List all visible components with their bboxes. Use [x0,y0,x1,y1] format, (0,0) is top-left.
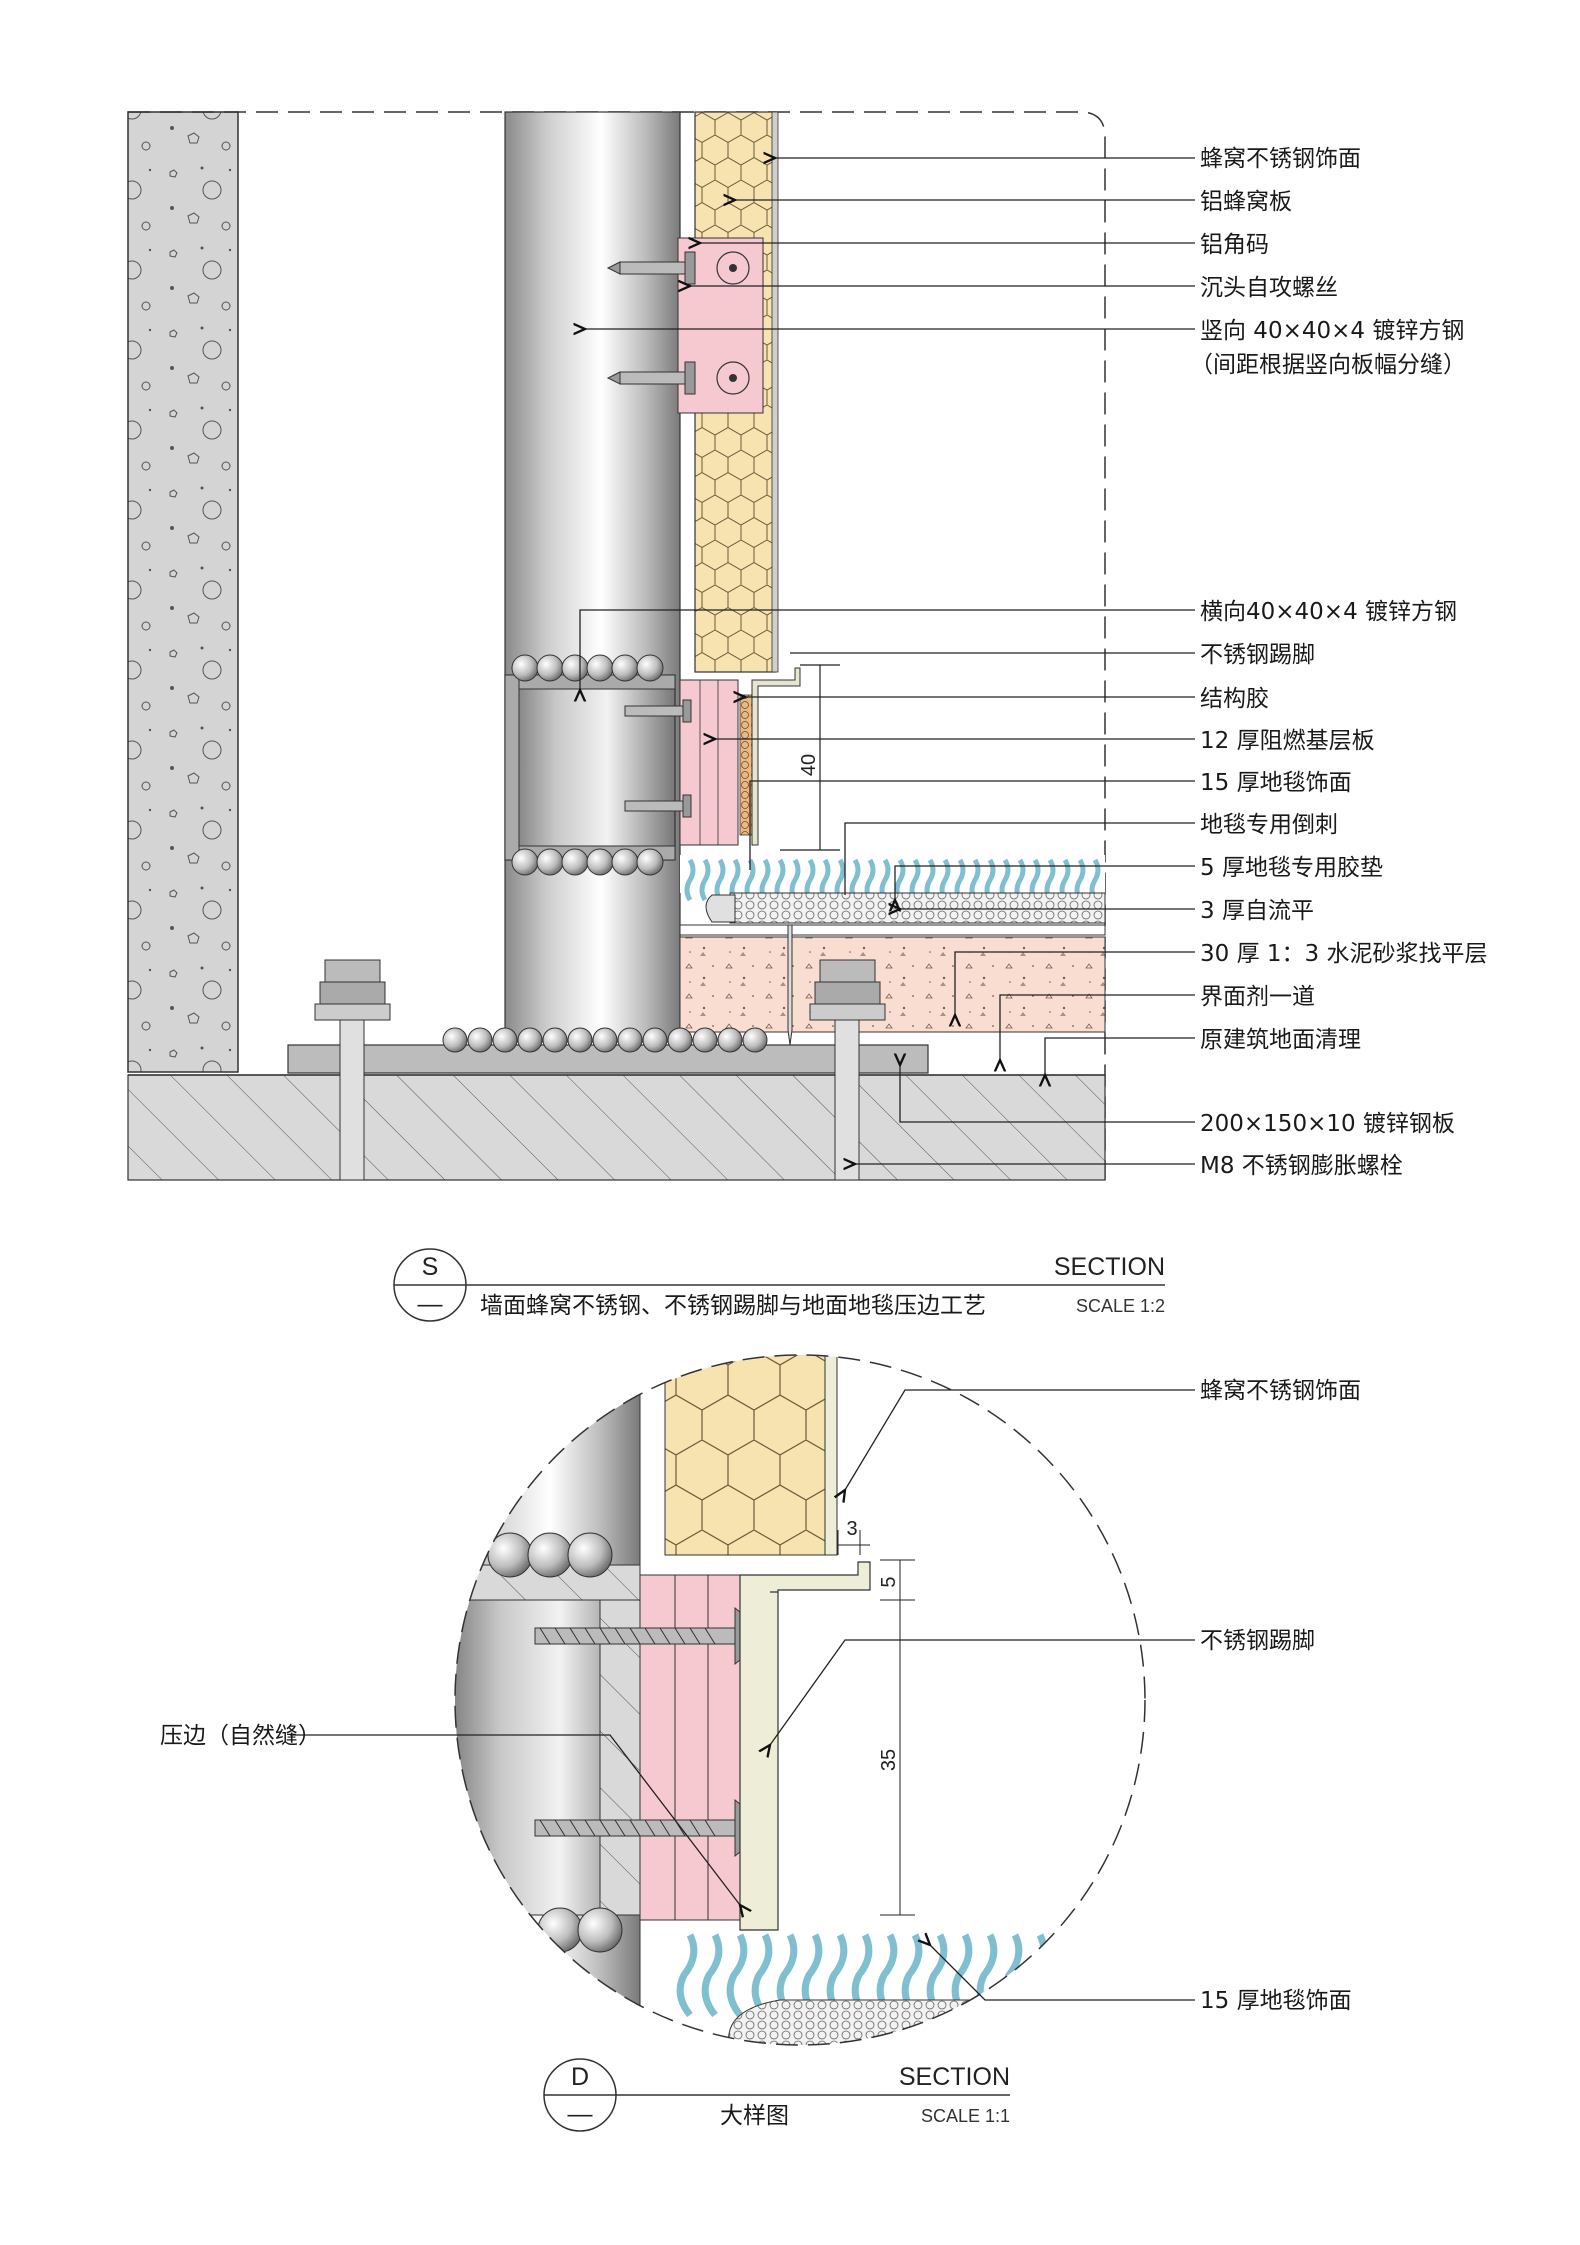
base-board-detail [639,1574,741,1921]
section-d-drawing: 3 5 35 蜂窝不锈钢饰面 不锈钢踢脚 压边（自然缝） 15 厚地毯饰面 [160,1354,1361,2046]
label-carpet: 15 厚地毯饰面 [1200,770,1352,796]
leaders-d [290,1389,1195,2001]
carpet-gripper [705,894,736,923]
weld-beads [511,654,664,876]
mortar-screed [679,936,1106,1033]
dim-3: 3 [846,1518,857,1540]
plate-weld-beads [442,1027,768,1053]
section-scale-s: SCALE 1:2 [1076,1296,1165,1316]
label-expansion-bolt: M8 不锈钢膨胀螺栓 [1200,1153,1403,1179]
label-mortar: 30 厚 1：3 水泥砂浆找平层 [1200,941,1487,967]
rubber-underlay [729,892,1106,924]
label-d-skirting: 不锈钢踢脚 [1200,1628,1315,1654]
underlay-detail [728,1999,1145,2045]
section-mark-s-sub: — [418,1290,443,1318]
label-countersunk-screw: 沉头自攻螺丝 [1200,275,1338,301]
section-title-d: 大样图 [720,2103,789,2129]
label-d-edge: 压边（自然缝） [160,1723,321,1749]
countersunk-screw [606,361,696,395]
expansion-bolt [314,959,391,1181]
skirting-detail [739,1561,871,1931]
section-kind-s: SECTION [1054,1253,1165,1281]
dimension-40: 40 [798,754,820,776]
label-d-carpet: 15 厚地毯饰面 [1200,1988,1352,2014]
horizontal-square-tube [504,674,676,861]
label-skirting: 不锈钢踢脚 [1200,642,1315,668]
section-title-s: 墙面蜂窝不锈钢、不锈钢踢脚与地面地毯压边工艺 [480,1293,986,1319]
carpet-layer [680,855,1105,902]
label-underlay: 5 厚地毯专用胶垫 [1200,855,1383,881]
detail-boundary [128,111,1106,1180]
label-gripper: 地毯专用倒刺 [1200,812,1338,838]
label-interface-agent: 界面剂一道 [1200,984,1315,1010]
label-self-levelling: 3 厚自流平 [1200,898,1314,924]
stainless-facing [771,111,779,673]
label-structural-glue: 结构胶 [1200,686,1269,712]
label-aluminium-angle: 铝角码 [1200,232,1269,258]
label-base-board: 12 厚阻燃基层板 [1200,728,1375,754]
label-vertical-tube-note: （间距根据竖向板幅分缝） [1190,352,1466,378]
concrete-wall [127,111,239,1073]
countersunk-screw [606,251,696,285]
self-tapping-screw [624,794,692,818]
label-floor-clean: 原建筑地面清理 [1200,1027,1361,1053]
steel-column [504,111,681,1043]
dim-35: 35 [878,1749,900,1771]
carpet-nail [787,924,793,1046]
section-mark-s: S [422,1253,439,1281]
label-honeycomb-panel: 铝蜂窝板 [1200,189,1292,215]
label-d-honeycomb: 蜂窝不锈钢饰面 [1200,1378,1361,1404]
section-mark-d-sub: — [568,2100,593,2128]
original-slab [127,1074,1106,1181]
label-horizontal-tube: 横向40×40×4 镀锌方钢 [1200,599,1457,625]
title-block-d: D — 大样图 SECTION SCALE 1:1 [543,2058,1010,2132]
honeycomb-panel-detail [664,1355,826,1556]
detail-circle [454,1354,1146,2046]
section-s-drawing: 40 蜂窝不锈钢饰面 铝蜂窝板 铝角码 沉头自攻螺丝 竖向 40 [127,111,1487,1181]
leaders-s [580,158,1195,1164]
label-vertical-tube: 竖向 40×40×4 镀锌方钢 [1200,318,1464,344]
self-levelling [679,924,1106,936]
section-scale-d: SCALE 1:1 [921,2106,1010,2126]
self-tapping-screw [624,699,692,723]
expansion-bolt [809,959,886,1181]
title-block-s: S — 墙面蜂窝不锈钢、不锈钢踢脚与地面地毯压边工艺 SECTION SCALE… [393,1248,1165,1322]
section-kind-d: SECTION [899,2063,1010,2091]
label-honeycomb-facing: 蜂窝不锈钢饰面 [1200,146,1361,172]
dimensions-d: 3 5 35 [837,1518,915,1916]
section-mark-d: D [571,2063,589,2091]
dim-5: 5 [878,1576,900,1587]
stainless-skirting [751,667,801,846]
label-steel-plate: 200×150×10 镀锌钢板 [1200,1111,1455,1137]
